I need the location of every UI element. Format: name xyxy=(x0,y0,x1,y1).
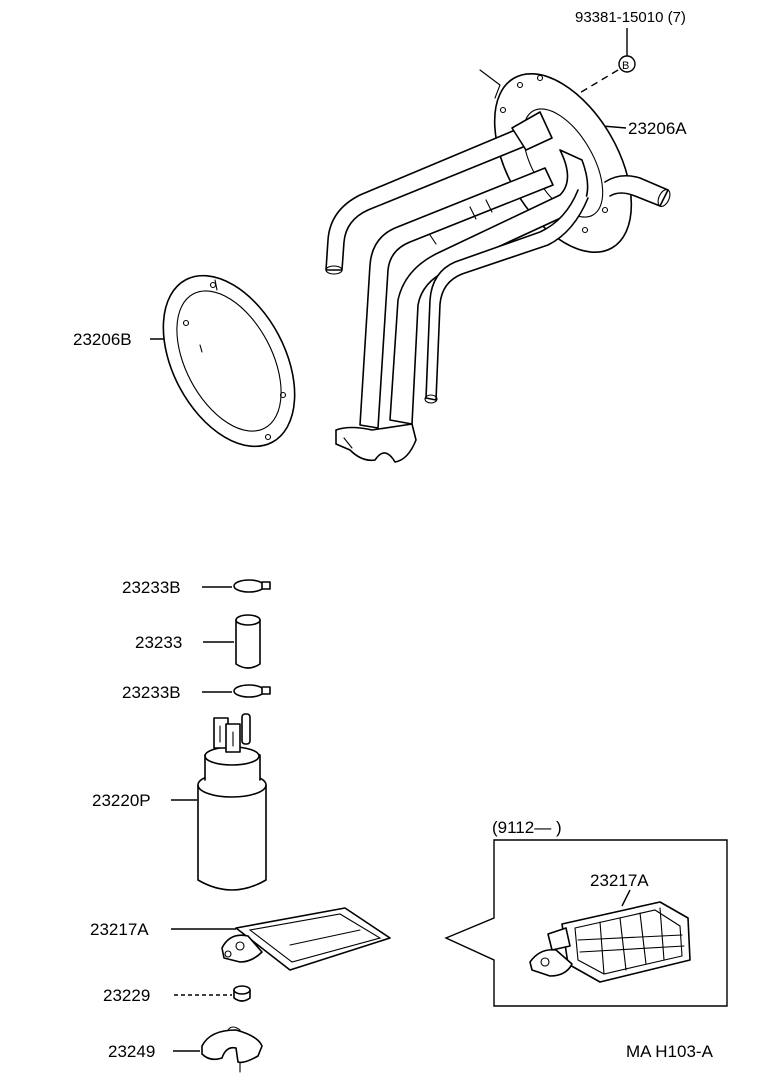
leader-bolt-dashed xyxy=(547,69,619,113)
label-gauge-a[interactable]: 23206A xyxy=(628,119,687,138)
label-pump[interactable]: 23220P xyxy=(92,791,151,810)
label-clamp-bottom[interactable]: 23233B xyxy=(122,683,181,702)
label-clamp-top[interactable]: 23233B xyxy=(122,578,181,597)
label-cushion[interactable]: 23229 xyxy=(103,986,150,1005)
label-inset-range: (9112— ) xyxy=(492,818,562,837)
clamp-bottom-part xyxy=(233,684,271,698)
clamp-top-part xyxy=(233,579,271,593)
filter-part xyxy=(221,907,391,971)
gasket-part xyxy=(162,274,296,448)
retainer-part xyxy=(201,1026,263,1073)
hose-part xyxy=(235,614,261,669)
label-gauge-b[interactable]: 23206B xyxy=(73,330,132,349)
label-hose[interactable]: 23233 xyxy=(135,633,182,652)
cushion-part xyxy=(233,985,251,1002)
sender-assembly-part xyxy=(325,69,671,463)
label-retainer[interactable]: 23249 xyxy=(108,1042,155,1061)
label-inset-filter[interactable]: 23217A xyxy=(590,871,649,890)
label-bolt-marker: B xyxy=(622,60,629,72)
label-filter[interactable]: 23217A xyxy=(90,920,149,939)
inset-filter-part xyxy=(529,901,691,983)
label-diagram-code: MA H103-A xyxy=(626,1042,714,1061)
inset-box xyxy=(444,839,728,1007)
label-bolt[interactable]: 93381-15010 (7) xyxy=(575,9,686,26)
fuel-pump-part xyxy=(197,713,267,891)
